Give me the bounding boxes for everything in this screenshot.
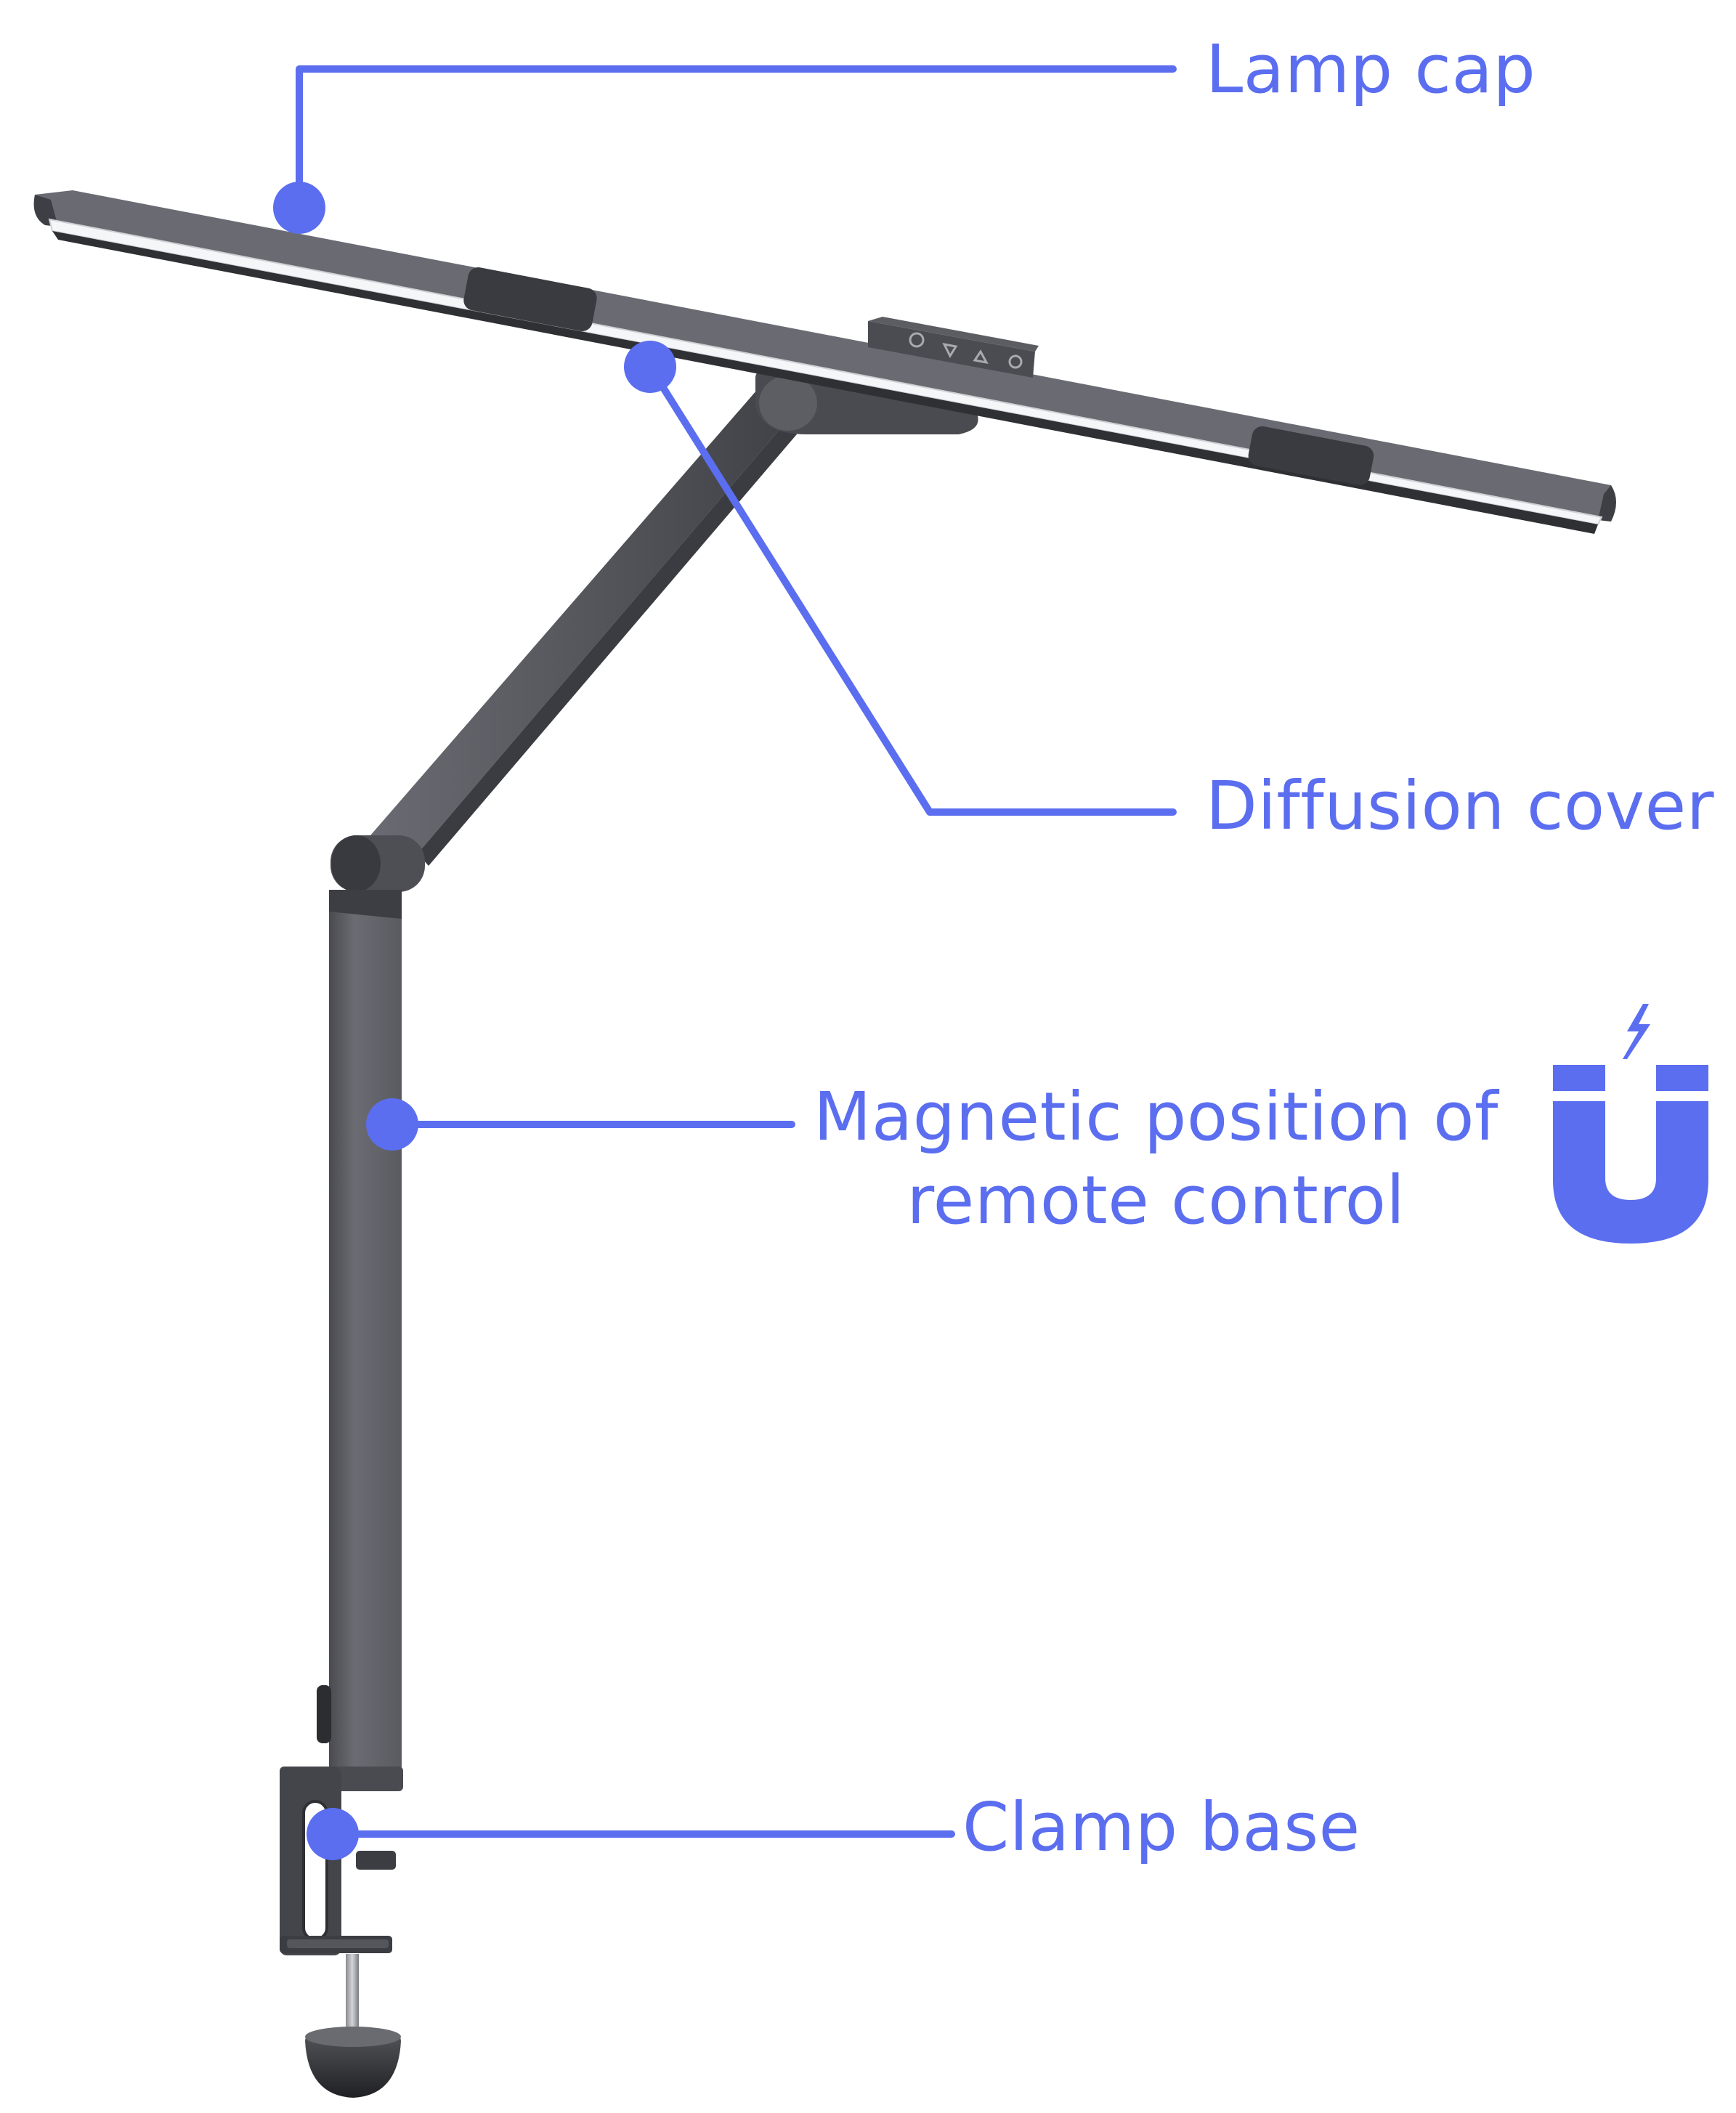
vertical-pole — [329, 890, 402, 1783]
lamp-illustration — [33, 190, 1616, 2098]
clamp-knob-top — [305, 2027, 401, 2047]
lamp-bar-end-right — [1598, 485, 1616, 522]
bar-hinge-left — [463, 267, 597, 331]
control-panel — [868, 317, 1039, 378]
lamp-bar-underside — [52, 231, 1598, 534]
dot-clamp-base — [307, 1808, 359, 1860]
dim-down-icon — [942, 342, 958, 359]
dot-diffusion-cover — [624, 341, 676, 393]
elbow-joint-face — [331, 835, 381, 892]
leader-diffusion-cover — [646, 363, 1177, 816]
dot-lamp-cap — [273, 182, 325, 234]
clamp-knob — [305, 2031, 401, 2098]
power-icon — [909, 332, 925, 348]
label-lamp-cap: Lamp cap — [1206, 31, 1536, 108]
bar-hinge-right — [1248, 426, 1374, 486]
label-magnetic-line-2: remote control — [906, 1161, 1406, 1239]
upper-arm — [370, 379, 806, 853]
pole-top-shade — [329, 890, 402, 919]
label-magnetic-line-1: Magnetic position of — [814, 1078, 1498, 1156]
label-magnetic-position: Magnetic position of remote control — [814, 1075, 1498, 1242]
magnet-icon — [1553, 1065, 1708, 1244]
clamp-screw-rod — [346, 1954, 359, 2041]
upper-arm-edge — [418, 398, 817, 866]
dim-up-icon — [973, 349, 989, 365]
color-temp-icon — [1008, 354, 1023, 369]
label-clamp-base: Clamp base — [962, 1788, 1360, 1866]
label-diffusion-cover: Diffusion cover — [1206, 767, 1715, 845]
pole-adjust-knob — [317, 1685, 331, 1743]
lamp-bar-end-left — [33, 195, 58, 227]
lightning-icon — [1623, 1004, 1650, 1059]
leader-lamp-cap — [296, 65, 1177, 211]
dot-magnetic-position — [366, 1098, 418, 1151]
clamp-base — [280, 1767, 403, 1955]
callout-leaders — [296, 65, 1177, 1838]
lamp-bar-top — [35, 190, 1614, 517]
callout-dots — [273, 182, 676, 1860]
head-joint-knob — [759, 376, 817, 431]
